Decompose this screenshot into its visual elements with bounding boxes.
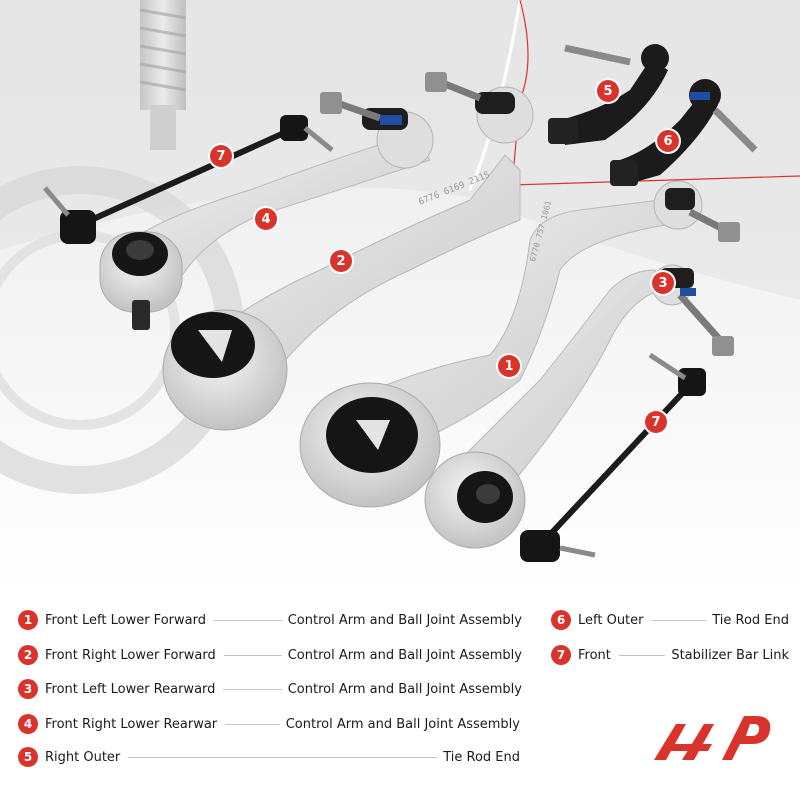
legend-label-5: Right Outer <box>45 749 121 765</box>
legend-label-2: Front Right Lower Forward <box>45 647 216 663</box>
legend-item-4: 4 Front Right Lower Rearwar Control Arm … <box>18 713 520 735</box>
callout-1: 1 <box>498 355 520 377</box>
callout-7-left: 7 <box>210 145 232 167</box>
legend-item-7: 7 Front Stabilizer Bar Link <box>551 644 789 666</box>
legend-leader-7 <box>618 654 666 656</box>
legend-leader-3 <box>223 688 282 690</box>
legend-desc-1: Control Arm and Ball Joint Assembly <box>287 612 522 628</box>
legend-desc-3: Control Arm and Ball Joint Assembly <box>287 681 522 697</box>
legend-item-3: 3 Front Left Lower Rearward Control Arm … <box>18 678 522 700</box>
callout-6: 6 <box>657 130 679 152</box>
legend-number-7: 7 <box>551 645 571 665</box>
legend-leader-6 <box>651 619 707 621</box>
legend-item-1: 1 Front Left Lower Forward Control Arm a… <box>18 609 522 631</box>
callout-2: 2 <box>330 250 352 272</box>
legend-leader-4 <box>225 723 280 725</box>
callout-7-right: 7 <box>645 411 667 433</box>
legend-number-5: 5 <box>18 747 38 767</box>
legend-leader-5 <box>128 756 438 758</box>
brand-logo-icon <box>654 716 771 760</box>
legend-item-5: 5 Right Outer Tie Rod End <box>18 746 520 768</box>
legend-leader-2 <box>223 654 282 656</box>
legend-number-3: 3 <box>18 679 38 699</box>
callout-5: 5 <box>597 80 619 102</box>
legend-leader-1 <box>213 619 282 621</box>
legend-desc-5: Tie Rod End <box>443 749 520 765</box>
legend-label-7: Front <box>578 647 611 663</box>
product-photo: 6776 6169 2115 6770 757 1061 <box>0 0 800 595</box>
legend-label-6: Left Outer <box>578 612 644 628</box>
legend-item-2: 2 Front Right Lower Forward Control Arm … <box>18 644 522 666</box>
control-arm-1: 6770 757 1061 <box>299 180 740 508</box>
legend-number-6: 6 <box>551 610 571 630</box>
control-arm-4 <box>99 92 434 330</box>
legend-label-4: Front Right Lower Rearwar <box>45 716 218 732</box>
callout-4: 4 <box>255 208 277 230</box>
legend-desc-7: Stabilizer Bar Link <box>671 647 789 663</box>
stabilizer-link-7-right <box>520 352 706 562</box>
tie-rod-end-5 <box>548 44 669 145</box>
legend-item-6: 6 Left Outer Tie Rod End <box>551 609 789 631</box>
legend-number-4: 4 <box>18 714 38 734</box>
stabilizer-link-7-left <box>43 115 334 244</box>
legend-label-1: Front Left Lower Forward <box>45 612 206 628</box>
legend-number-2: 2 <box>18 645 38 665</box>
callout-3: 3 <box>652 272 674 294</box>
legend-label-3: Front Left Lower Rearward <box>45 681 216 697</box>
legend-desc-4: Control Arm and Ball Joint Assembly <box>285 716 520 732</box>
legend-number-1: 1 <box>18 610 38 630</box>
legend-desc-2: Control Arm and Ball Joint Assembly <box>287 647 522 663</box>
legend-desc-6: Tie Rod End <box>712 612 789 628</box>
control-arm-3 <box>424 264 734 549</box>
